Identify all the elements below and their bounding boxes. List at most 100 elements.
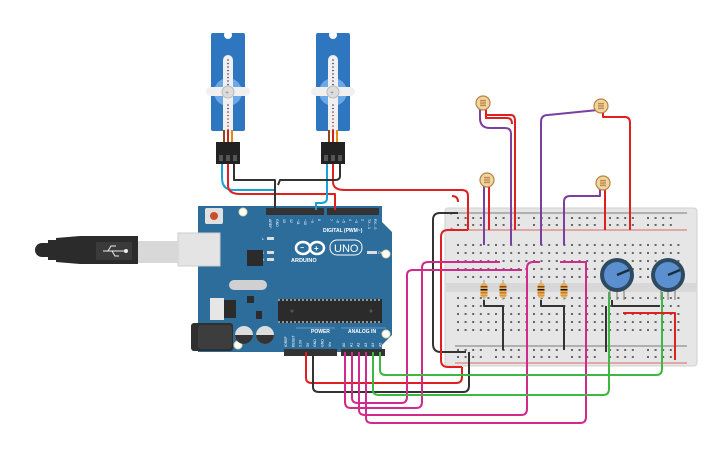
analog-pin-label: A1: [349, 343, 353, 347]
digital-label: DIGITAL (PWM~): [323, 228, 363, 234]
analog-pin-label: A4: [371, 343, 375, 347]
usb-chip: [247, 250, 263, 266]
usb-plug-metal: [138, 241, 178, 263]
analog-pin-label: A2: [357, 343, 361, 347]
usb-cable[interactable]: [35, 236, 178, 264]
ldr4-signal-wire[interactable]: [563, 187, 601, 245]
digital-pin-label: ~6: [335, 219, 339, 223]
analog-pin-label: A5: [379, 343, 383, 347]
power-pin-label: 5V: [306, 342, 310, 347]
uno-badge: [329, 239, 363, 256]
digital-pin-label: ~9: [310, 219, 314, 223]
rail-minus-label: -: [450, 212, 452, 218]
digital-pin-label: 12: [289, 219, 293, 223]
photoresistors: [475, 95, 611, 191]
analog-header: [341, 349, 385, 356]
photoresistor[interactable]: [593, 98, 609, 114]
power-pin-label: Vin: [328, 342, 332, 347]
digital-header-left: [266, 208, 324, 215]
digital-header-right: [327, 208, 379, 215]
wire[interactable]: [485, 105, 513, 125]
digital-pin-label: 4: [348, 219, 352, 221]
svg-text:+: +: [225, 90, 229, 97]
voltage-regulator: [210, 298, 224, 320]
digital-pin-label: ~10: [303, 219, 307, 225]
analog-pin-label: A3: [364, 343, 368, 347]
resistor[interactable]: [480, 280, 488, 300]
digital-pin-label: 13: [282, 219, 286, 223]
potentiometer[interactable]: [651, 258, 685, 300]
potentiometer[interactable]: [600, 258, 634, 300]
dc-jack-front: [198, 325, 232, 349]
pot-power-wire[interactable]: [623, 312, 676, 360]
reset-button-cap: [210, 212, 218, 220]
servo-motor[interactable]: +: [206, 31, 250, 164]
arduino-logo: − + ARDUINO: [291, 240, 326, 264]
mount-hole: [381, 329, 391, 339]
servo2-signal-wire[interactable]: [315, 164, 328, 210]
ldr1-signal-wire[interactable]: [479, 105, 512, 245]
resistor[interactable]: [499, 280, 507, 300]
usb-symbol-icon: [103, 245, 128, 257]
servos: ++: [206, 31, 355, 164]
l-led-label: L: [262, 236, 265, 241]
photoresistor[interactable]: [475, 95, 491, 111]
a3-wire[interactable]: [365, 261, 587, 424]
power-pin-label: 3.3V: [299, 339, 303, 347]
servo2-ground-wire[interactable]: [277, 164, 341, 186]
wire[interactable]: [540, 300, 565, 350]
ldr2-signal-wire[interactable]: [540, 109, 599, 245]
digital-pin-label: 7: [329, 219, 333, 221]
digital-pin-label: RX←0: [373, 219, 377, 229]
servo2-power-wire[interactable]: [332, 164, 469, 230]
analog-label: ANALOG IN: [348, 329, 376, 335]
analog-pin-label: A0: [342, 343, 346, 347]
servo-motor[interactable]: +: [311, 31, 355, 164]
rx-led: [267, 258, 274, 261]
a1-wire[interactable]: [351, 269, 522, 404]
power-pin-label: GND: [313, 339, 317, 347]
ground-rail-jumper[interactable]: [432, 212, 466, 353]
power-header: [284, 349, 337, 356]
resistor[interactable]: [537, 280, 545, 300]
5v-wire[interactable]: [305, 352, 463, 384]
servo1-signal-wire[interactable]: [221, 164, 276, 210]
power-pin-label: GND: [321, 339, 325, 347]
ldr1-power-wire[interactable]: [486, 114, 516, 230]
power-pin-label: IOREF: [284, 336, 288, 347]
power-label: POWER: [311, 329, 330, 335]
ldr2-power-wire[interactable]: [602, 110, 631, 230]
power-pin-label: RESET: [291, 334, 295, 347]
potentiometers: [600, 258, 685, 300]
gnd-wire[interactable]: [312, 352, 470, 393]
a0-wire[interactable]: [344, 261, 500, 409]
a2-wire[interactable]: [358, 261, 540, 416]
wire[interactable]: [611, 300, 660, 307]
svg-text:−: −: [300, 245, 304, 252]
l-led: [267, 237, 274, 240]
wires: [221, 105, 676, 424]
photoresistor[interactable]: [479, 172, 495, 188]
photoresistor[interactable]: [595, 175, 611, 191]
digital-pin-label: 2: [361, 219, 365, 221]
usb-port: [177, 232, 221, 267]
resistors: [480, 280, 568, 300]
crystal: [229, 280, 267, 290]
a5-wire[interactable]: [379, 292, 663, 376]
servo1-ground-wire[interactable]: [233, 164, 276, 210]
wire[interactable]: [451, 195, 459, 203]
a4-wire[interactable]: [372, 292, 610, 396]
digital-pin-label: ~11: [296, 219, 300, 225]
wire[interactable]: [483, 300, 504, 350]
power-rail-jumper[interactable]: [440, 229, 468, 368]
resistor[interactable]: [560, 280, 568, 300]
digital-pin-label: TX→1: [367, 219, 371, 229]
atmega-chip: [278, 299, 382, 323]
on-led-label: ON: [378, 251, 384, 255]
servo1-power-wire[interactable]: [227, 164, 336, 210]
